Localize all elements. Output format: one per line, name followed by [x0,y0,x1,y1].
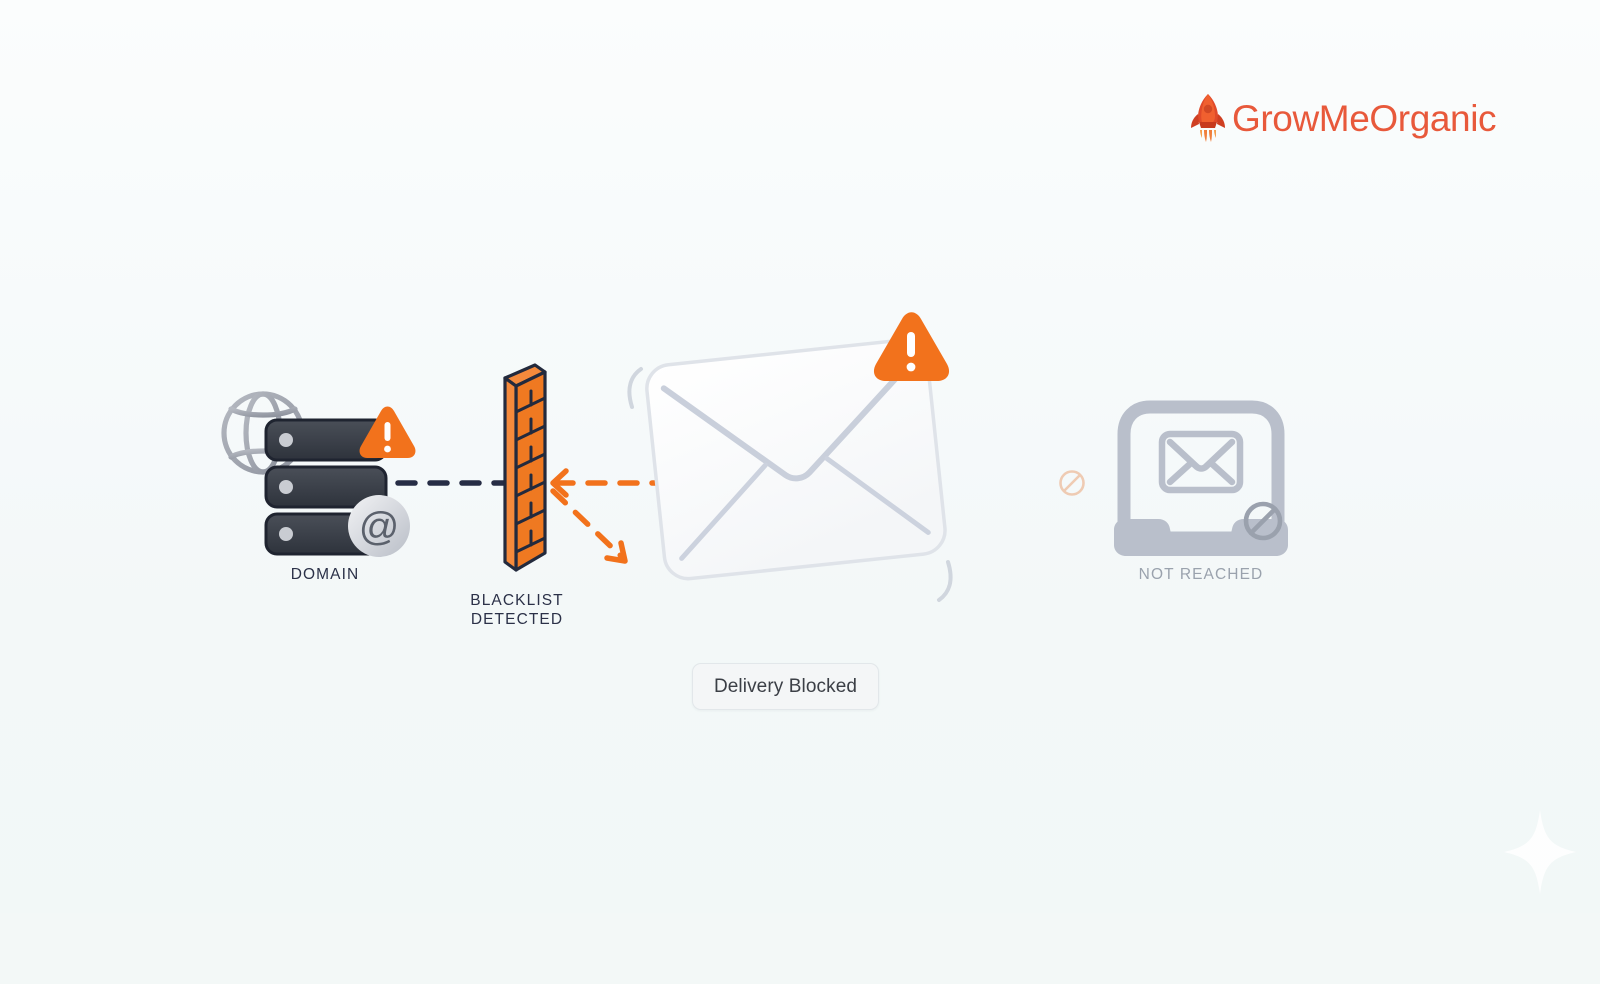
domain-label: DOMAIN [290,566,360,583]
status-badge-label: Delivery Blocked [713,675,858,697]
server-stack-icon [264,418,388,556]
status-badge: Delivery Blocked [692,663,879,710]
envelope-icon [1158,430,1244,494]
globe-icon [221,391,305,475]
warning-triangle-icon [873,312,950,381]
connector-wall-deflect-back [550,468,703,498]
rocket-icon [1191,94,1225,142]
connector-wall-deflect-down [550,488,628,564]
brand-logo: GrowMeOrganic [1188,92,1497,144]
background-band [0,913,1600,984]
firewall-brick-wall-icon [503,363,547,572]
motion-arc-icon [627,367,953,602]
svg-text:@: @ [359,505,400,549]
connector-email-to-inbox [947,470,1085,496]
warning-triangle-icon [359,406,416,458]
inbox-tray-icon [1114,400,1288,556]
envelope-icon [645,338,947,581]
at-badge-icon: @ [348,495,410,557]
inbox-label: NOT REACHED [1138,566,1264,583]
blacklist-label: BLACKLIST DETECTED [470,592,564,628]
prohibited-icon [1059,470,1085,496]
sparkle-icon [1504,810,1576,894]
prohibited-icon [1243,501,1283,541]
brand-name: GrowMeOrganic [1232,97,1497,139]
